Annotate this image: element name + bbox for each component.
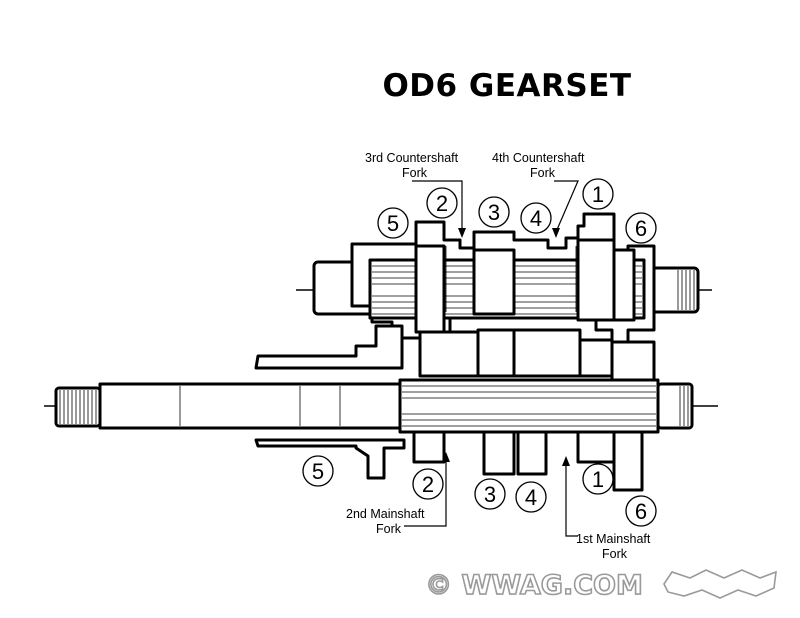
upper-gear-5-label: 5 <box>387 211 399 236</box>
callout-second-line1: 2nd Mainshaft <box>346 507 425 521</box>
lower-gear-3-label: 3 <box>484 482 496 507</box>
upper-gear-6-label: 6 <box>635 216 647 241</box>
lower-gear-4-label: 4 <box>525 485 537 510</box>
upper-gear-labels: 5 2 3 4 1 6 <box>377 178 657 244</box>
upper-gear-1-label: 1 <box>592 182 604 207</box>
callout-third-line1: 3rd Countershaft <box>365 151 459 165</box>
callout-fourth-line2: Fork <box>530 166 556 180</box>
lower-gear-6-label: 6 <box>635 499 647 524</box>
lower-gear-1-label: 1 <box>592 467 604 492</box>
watermark-text: © WWAG.COM <box>425 570 643 601</box>
wwag-logo <box>663 569 777 599</box>
upper-gear-4-label: 4 <box>530 206 542 231</box>
callout-first-mainshaft-fork: 1st Mainshaft Fork <box>562 456 651 561</box>
callout-fourth-line1: 4th Countershaft <box>492 151 585 165</box>
upper-gear-2-label: 2 <box>436 191 448 216</box>
callout-third-line2: Fork <box>402 166 428 180</box>
callout-second-line2: Fork <box>376 522 402 536</box>
lower-gear-2-label: 2 <box>422 472 434 497</box>
callout-third-countershaft-fork: 3rd Countershaft Fork <box>365 151 466 238</box>
lower-gear-5-label: 5 <box>312 459 324 484</box>
lower-gear-labels: 5 2 3 4 1 6 <box>302 455 657 527</box>
callout-second-mainshaft-fork: 2nd Mainshaft Fork <box>346 452 450 536</box>
countershaft-assembly <box>296 212 712 382</box>
callout-first-line1: 1st Mainshaft <box>576 532 651 546</box>
upper-gear-3-label: 3 <box>488 200 500 225</box>
page-title: OD6 GEARSET <box>382 68 631 104</box>
callout-fourth-countershaft-fork: 4th Countershaft Fork <box>492 151 585 238</box>
callout-first-line2: Fork <box>602 547 628 561</box>
